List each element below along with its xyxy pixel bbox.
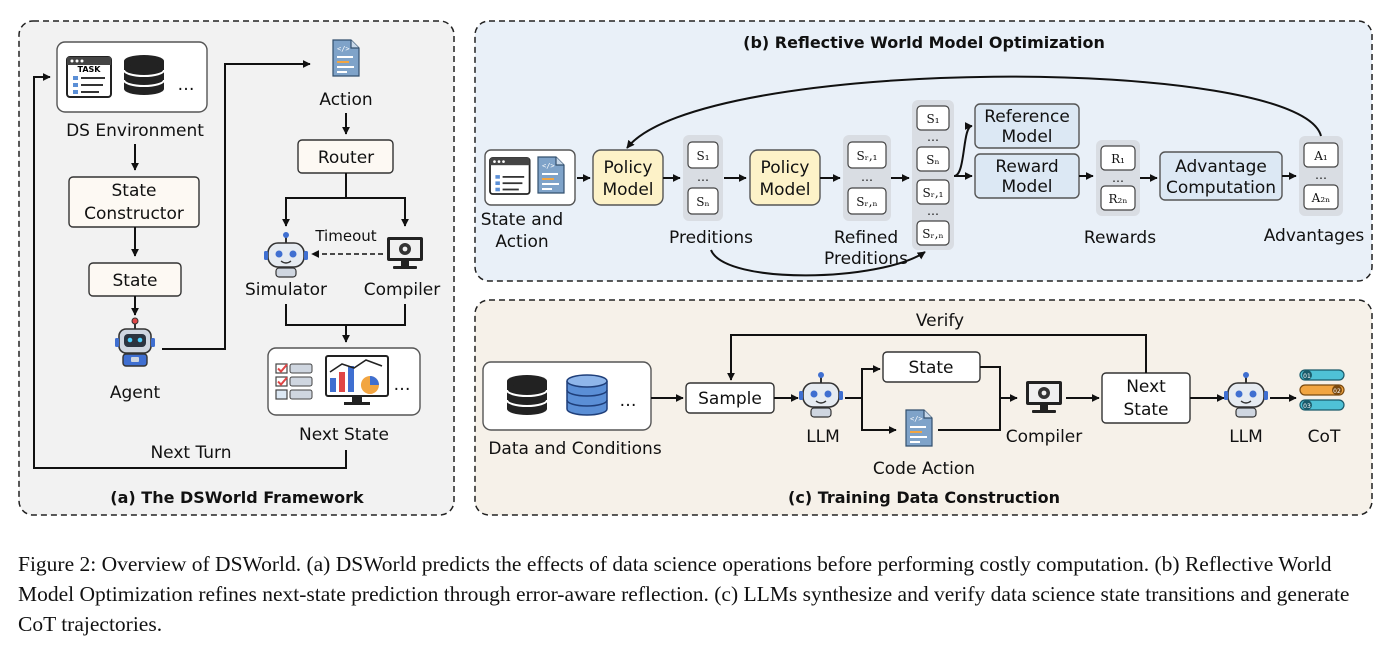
database-icon (123, 54, 165, 96)
cot-steps-icon (1299, 369, 1345, 411)
svg-text:Compiler: Compiler (1006, 427, 1083, 447)
svg-text:Model: Model (1001, 127, 1052, 147)
svg-text:Next: Next (1126, 377, 1166, 397)
svg-text:…: … (1112, 171, 1124, 185)
svg-text:S₁: S₁ (696, 149, 709, 163)
verify-label: Verify (916, 311, 964, 331)
svg-text:Reward: Reward (995, 157, 1058, 177)
svg-text:Advantage: Advantage (1175, 157, 1267, 177)
svg-text:S₁: S₁ (926, 112, 939, 126)
svg-text:R₁: R₁ (1111, 152, 1125, 166)
svg-text:Sᵣ,₁: Sᵣ,₁ (922, 186, 943, 200)
simulator-label: Simulator (245, 280, 327, 300)
ds-environment-ellipsis: … (178, 75, 195, 95)
svg-text:LLM: LLM (1229, 427, 1263, 447)
next-state-label: Next State (299, 425, 389, 445)
svg-text:Reference: Reference (984, 107, 1070, 127)
state-label: State (113, 271, 158, 291)
state-constructor-label-2: Constructor (84, 204, 184, 224)
svg-text:State: State (1124, 400, 1169, 420)
svg-text:Sₙ: Sₙ (926, 153, 939, 167)
svg-text:Computation: Computation (1166, 178, 1276, 198)
next-state-ellipsis: … (394, 375, 411, 395)
action-code-icon (332, 39, 360, 77)
panel-a-title: (a) The DSWorld Framework (110, 488, 364, 507)
dsworld-diagram: </> (18, 20, 1373, 516)
svg-text:…: … (861, 170, 873, 184)
checklist-icon (275, 363, 313, 400)
state-task-icon (489, 157, 531, 195)
svg-text:Model: Model (759, 180, 810, 200)
panel-a: (a) The DSWorld Framework TASK … DS Envi… (18, 20, 455, 516)
agent-label: Agent (110, 383, 161, 403)
svg-text:A₁: A₁ (1313, 149, 1327, 163)
state-action-label-1: State and (481, 210, 563, 230)
predictions-label: Preditions (669, 228, 753, 248)
svg-text:LLM: LLM (806, 427, 840, 447)
svg-text:…: … (620, 391, 637, 411)
code-action-icon (905, 409, 933, 447)
svg-text:Sᵣ,ₙ: Sᵣ,ₙ (856, 195, 877, 209)
state-action-label-2: Action (495, 232, 548, 252)
svg-text:TASK: TASK (78, 65, 102, 74)
timeout-label: Timeout (314, 227, 376, 245)
refined-predictions-label-1: Refined (834, 228, 898, 248)
svg-text:CoT: CoT (1308, 427, 1341, 447)
svg-text:…: … (927, 130, 939, 144)
svg-text:Code Action: Code Action (873, 459, 975, 479)
svg-text:Sᵣ,₁: Sᵣ,₁ (856, 149, 877, 163)
panel-b: (b) Reflective World Model Optimization … (474, 20, 1373, 282)
figure-caption: Figure 2: Overview of DSWorld. (a) DSWor… (18, 552, 1350, 636)
state-code-icon (537, 156, 565, 194)
rewards-label: Rewards (1084, 228, 1156, 248)
svg-text:Sᵣ,ₙ: Sᵣ,ₙ (922, 227, 943, 241)
ds-environment-label: DS Environment (66, 121, 204, 141)
svg-text:…: … (927, 204, 939, 218)
svg-text:State: State (909, 358, 954, 378)
svg-text:Sample: Sample (698, 389, 762, 409)
panel-c: (c) Training Data Construction … Data an… (474, 299, 1373, 516)
refined-predictions-label-2: Preditions (824, 249, 908, 269)
svg-text:Sₙ: Sₙ (696, 195, 709, 209)
router-label: Router (318, 148, 374, 168)
data-conditions-label: Data and Conditions (488, 439, 662, 459)
state-constructor-label-1: State (112, 181, 157, 201)
next-turn-label: Next Turn (150, 443, 231, 463)
panel-b-title: (b) Reflective World Model Optimization (743, 33, 1105, 52)
action-label: Action (319, 90, 372, 110)
compiler-label: Compiler (364, 280, 441, 300)
svg-text:R₂ₙ: R₂ₙ (1108, 192, 1127, 206)
svg-text:…: … (1315, 168, 1327, 182)
svg-text:…: … (697, 170, 709, 184)
panel-c-title: (c) Training Data Construction (788, 488, 1060, 507)
svg-text:Model: Model (1001, 177, 1052, 197)
reference-model-box (974, 103, 1080, 149)
svg-text:Policy: Policy (604, 158, 653, 178)
svg-text:Model: Model (602, 180, 653, 200)
combined-predictions-group (912, 100, 954, 250)
task-window-icon (66, 56, 112, 98)
svg-text:Policy: Policy (761, 158, 810, 178)
data-blue-database-icon (566, 374, 608, 416)
svg-text:A₂ₙ: A₂ₙ (1311, 191, 1331, 205)
advantages-label: Advantages (1264, 226, 1365, 246)
data-database-icon (506, 374, 548, 416)
